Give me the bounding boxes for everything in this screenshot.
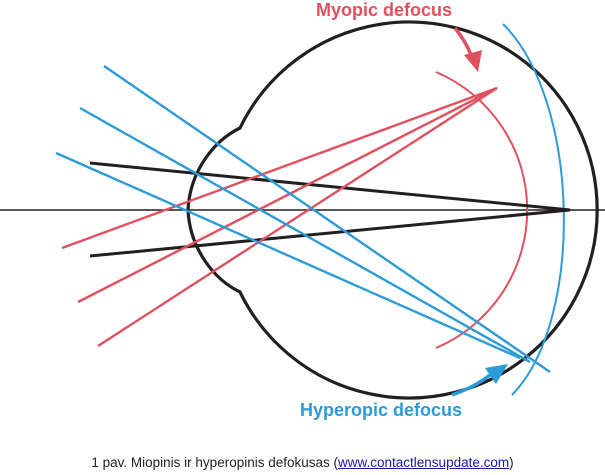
figure-caption: 1 pav. Miopinis ir hyperopinis defokusas… — [0, 455, 605, 470]
myopic-arrow-head — [464, 50, 482, 72]
axial-ray-upper — [89, 161, 571, 212]
myopic-ray-1 — [61, 86, 498, 250]
hyperopic-defocus-label: Hyperopic defocus — [300, 400, 463, 420]
myopic-arrow-shaft — [453, 26, 473, 56]
hyperopic-arrow-head — [485, 364, 508, 384]
hyperopic-arrow-shaft — [451, 373, 492, 397]
hyperopic-ray-1 — [103, 65, 551, 373]
myopic-defocus-label: Myopic defocus — [316, 0, 453, 20]
eye-outline — [186, 20, 599, 400]
myopic-ray-3 — [97, 86, 498, 348]
axial-ray-lower — [89, 208, 571, 258]
caption-close: ) — [509, 455, 514, 470]
hyperopic-ray-2 — [79, 106, 531, 364]
myopic-ray-2 — [77, 86, 498, 304]
hyperopic-ray-3 — [55, 151, 521, 360]
caption-source-link[interactable]: www.contactlensupdate.com — [338, 455, 510, 470]
caption-text: 1 pav. Miopinis ir hyperopinis defokusas… — [91, 455, 339, 470]
